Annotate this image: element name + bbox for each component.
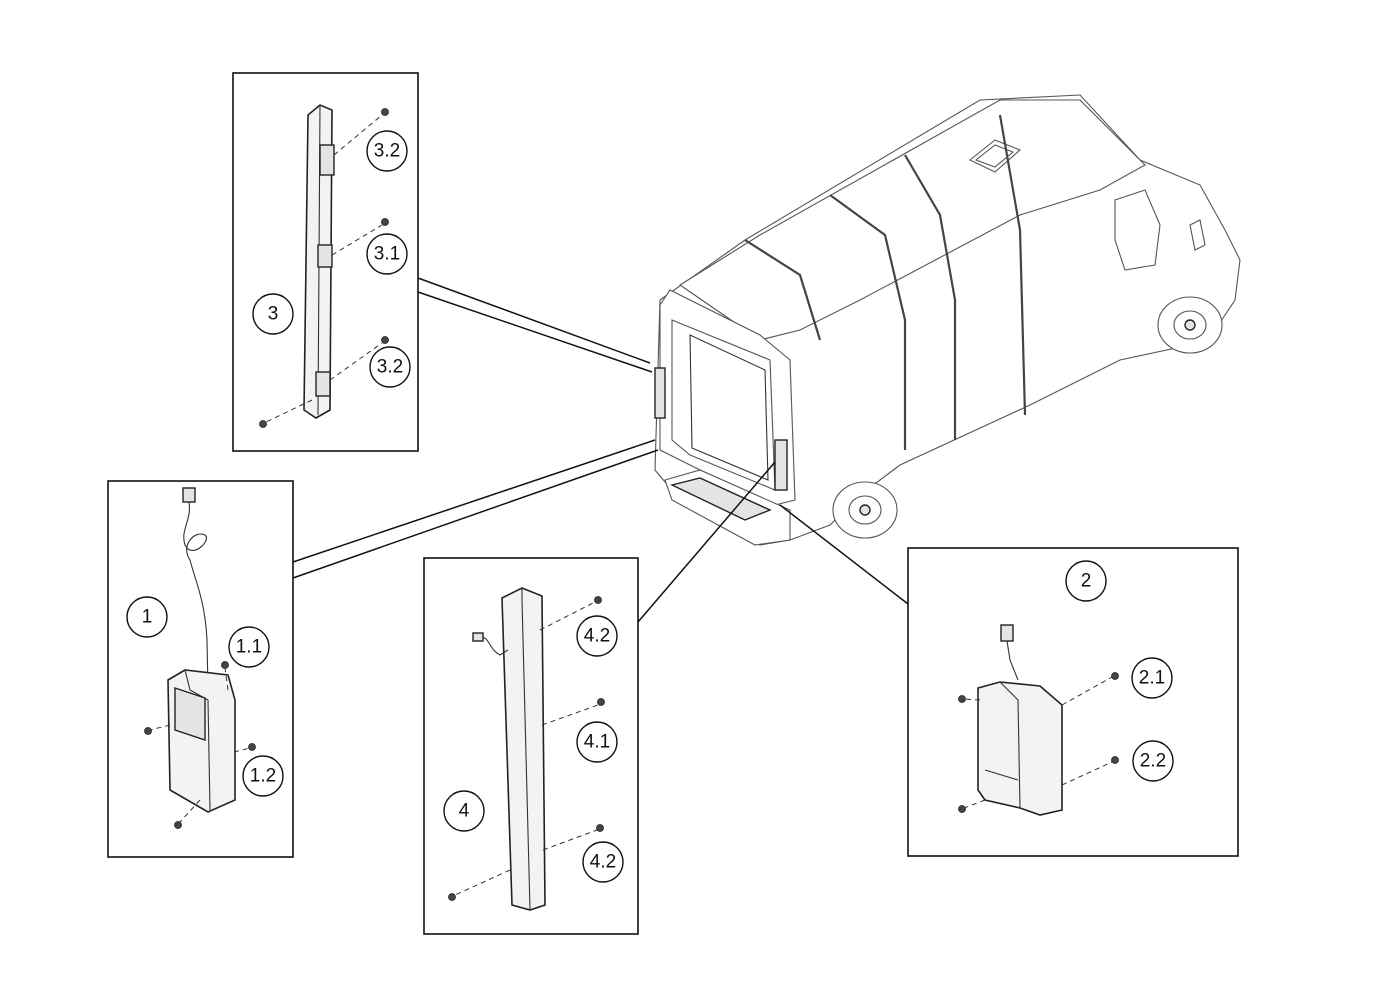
svg-text:3: 3 [268,304,279,325]
callout-3-2-top: 3.2 [366,130,408,172]
screw-icon [594,596,602,604]
front-wheel [1157,296,1223,354]
svg-text:1: 1 [142,607,153,628]
screw-icon [174,821,182,829]
screw-icon [958,695,966,703]
callout-2-2: 2.2 [1132,740,1174,782]
svg-text:1.1: 1.1 [236,637,262,658]
svg-text:2.1: 2.1 [1139,668,1165,689]
clip [315,371,331,397]
svg-text:3.1: 3.1 [374,244,400,265]
callout-2-1: 2.1 [1131,657,1173,699]
svg-text:4: 4 [459,801,470,822]
screw-icon [381,218,389,226]
screw-icon [259,420,267,428]
screw-icon [144,727,152,735]
callout-3-2-bottom: 3.2 [369,346,411,388]
callout-1-2: 1.2 [242,755,284,797]
callout-4-2-bottom: 4.2 [582,841,624,883]
svg-text:2: 2 [1081,571,1092,592]
screw-icon [381,108,389,116]
clip [317,244,333,268]
svg-text:4.2: 4.2 [584,626,610,647]
screw-icon [381,336,389,344]
svg-text:2.2: 2.2 [1140,751,1166,772]
lower-pillar-trim [501,587,546,911]
screw-icon [1111,672,1119,680]
svg-text:4.2: 4.2 [590,852,616,873]
screw-icon [221,661,229,669]
svg-text:3.2: 3.2 [377,357,403,378]
van-illustration [654,94,1241,546]
callout-4-2-top: 4.2 [576,615,618,657]
detail-box-1: 1 1.1 1.2 [107,439,659,858]
screw-icon [1111,756,1119,764]
screw-icon [958,805,966,813]
connector-icon [1000,624,1014,642]
callout-3-1: 3.1 [366,233,408,275]
connector-icon [182,487,196,503]
detail-box-2: 2 2.1 2.2 [779,504,1239,857]
svg-text:3.2: 3.2 [374,141,400,162]
connector-icon [472,632,484,642]
detail-box-4: 4.2 4.1 4 4.2 [423,461,776,935]
screw-icon [597,698,605,706]
callout-2: 2 [1065,560,1107,602]
screw-icon [248,743,256,751]
detail-box-3: 3.2 3.1 3 3.2 [232,72,653,452]
screw-icon [448,893,456,901]
rear-wheel [832,481,898,539]
svg-text:1.2: 1.2 [250,766,276,787]
screw-icon [596,824,604,832]
svg-text:4.1: 4.1 [584,732,610,753]
callout-1: 1 [126,596,168,638]
tail-light-housing [977,681,1063,816]
callout-4-1: 4.1 [576,721,618,763]
callout-1-1: 1.1 [228,626,270,668]
clip [319,144,335,176]
callout-3: 3 [252,293,294,335]
callout-4: 4 [443,790,485,832]
